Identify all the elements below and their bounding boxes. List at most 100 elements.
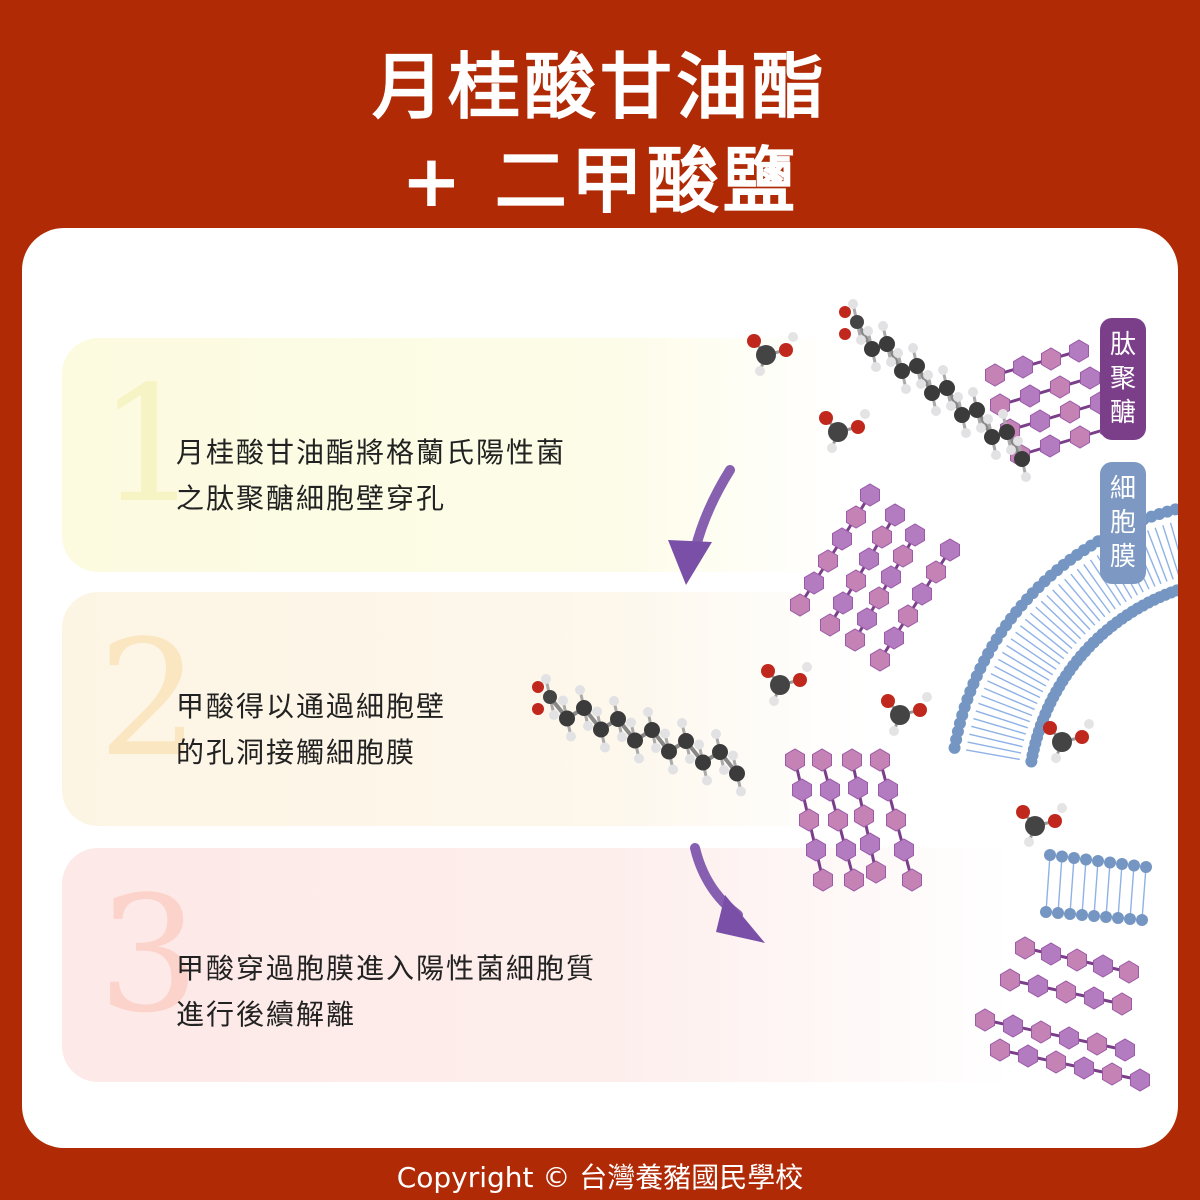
hydrogen-atom (549, 710, 559, 720)
sugar-hexagon (1040, 434, 1060, 458)
hydrogen-atom (856, 335, 866, 345)
hydrogen-atom (558, 695, 568, 706)
lipid-head (1040, 906, 1052, 918)
sugar-hexagon (1093, 954, 1113, 978)
lauric-acid-molecule (839, 299, 1031, 482)
lipid-tail (1003, 711, 1031, 723)
hydrogen-atom (827, 443, 837, 453)
hydrogen-atom (719, 765, 729, 775)
carbon-atom (661, 743, 677, 760)
lipid-tail (973, 717, 1000, 727)
hydrogen-atom (1057, 803, 1067, 813)
arrow-step1-to-2 (690, 465, 735, 555)
lipid-head (1068, 852, 1080, 864)
peptidoglycan-strand (1000, 968, 1132, 1016)
sugar-hexagon (886, 808, 906, 832)
sugar-hexagon (975, 1008, 995, 1032)
hydrogen-atom (802, 662, 812, 672)
sugar-hexagon (857, 607, 877, 631)
mechanism-illustration (532, 299, 1178, 1092)
carbon-atom (593, 721, 609, 738)
sugar-hexagon (869, 586, 889, 610)
peptidoglycan-strand (870, 538, 960, 672)
formic-acid-molecule (819, 409, 870, 453)
sugar-hexagon (1067, 948, 1087, 972)
lipid-tail (1156, 555, 1168, 582)
sugar-hexagon (1102, 1062, 1122, 1086)
sugar-hexagon (845, 628, 865, 652)
sugar-hexagon (812, 748, 832, 772)
sugar-hexagon (1013, 355, 1033, 379)
lipid-tail (995, 739, 1023, 748)
peptidoglycan-strand (985, 339, 1089, 387)
hydrogen-atom (889, 726, 899, 736)
step-text-line: 之肽聚醣細胞壁穿孔 (176, 482, 447, 515)
sugar-hexagon (1074, 1056, 1094, 1080)
carbon-atom (756, 345, 776, 365)
sugar-hexagon (940, 538, 960, 562)
hydrogen-atom (685, 754, 695, 764)
carbon-atom (695, 754, 711, 771)
lipid-tail (1105, 862, 1111, 918)
lipid-tail (1146, 530, 1158, 557)
hydrogen-atom (1021, 472, 1031, 482)
hydrogen-atom (908, 343, 918, 353)
hydrogen-atom (901, 384, 911, 394)
oxygen-atom (1048, 814, 1062, 828)
hydrogen-atom (878, 321, 888, 331)
cell-membrane-label: 細 胞 膜 (1100, 462, 1146, 584)
sugar-hexagon (818, 549, 838, 573)
hydrogen-atom (788, 332, 798, 342)
lipid-head (1064, 908, 1076, 920)
step-3: 3 甲酸穿過胞膜進入陽性菌細胞質 進行後續解離 (62, 848, 1062, 1082)
sugar-hexagon (872, 525, 892, 549)
carbon-atom (712, 744, 728, 760)
formic-acid-molecule (747, 332, 798, 376)
lipid-tail (1006, 704, 1033, 717)
lipid-tail (1006, 644, 1031, 661)
sugar-hexagon (1000, 968, 1020, 992)
lipid-tail (1162, 524, 1172, 552)
lipid-tail (1019, 625, 1043, 643)
peptidoglycan-label: 肽 聚 醣 (1100, 318, 1146, 440)
sugar-hexagon (985, 363, 1005, 387)
hydrogen-atom (583, 721, 593, 731)
lipid-tail (1169, 522, 1178, 550)
step-1: 1 月桂酸甘油酯將格蘭氏陽性菌 之肽聚醣細胞壁穿孔 (62, 338, 1062, 572)
sugar-hexagon (860, 832, 880, 856)
lipid-tail (1060, 619, 1082, 640)
peptidoglycan-strand (975, 1008, 1135, 1062)
lipid-head (1116, 858, 1128, 870)
oxygen-atom (881, 694, 895, 708)
sugar-hexagon (820, 613, 840, 637)
hydrogen-atom (651, 743, 661, 753)
lipid-tail (997, 732, 1025, 741)
sugar-hexagon (878, 778, 898, 802)
hydrogen-atom (634, 753, 644, 764)
lipid-tail (1012, 691, 1038, 705)
hydrogen-atom (668, 764, 678, 775)
sugar-hexagon (1112, 992, 1132, 1016)
lipid-tail (997, 658, 1023, 674)
sugar-hexagon (870, 748, 890, 772)
lipid-tail (1029, 612, 1052, 632)
strand-backbone (994, 349, 1080, 377)
hydrogen-atom (566, 731, 576, 742)
carbon-atom (969, 402, 985, 418)
hydrogen-atom (968, 387, 978, 397)
lipid-tail (1037, 647, 1061, 665)
sugar-hexagon (1119, 960, 1139, 984)
sugar-hexagon (1046, 1050, 1066, 1074)
lipid-head (1136, 914, 1148, 926)
lipid-tail (994, 746, 1022, 754)
hydrogen-atom (953, 392, 963, 402)
lipid-tail (969, 733, 997, 742)
peptidoglycan-strand (842, 748, 886, 884)
label-char: 醣 (1109, 398, 1136, 428)
arrow-step1-to-2-head (668, 540, 712, 585)
lipid-tail (992, 753, 1020, 761)
lipid-head (1092, 855, 1104, 867)
hydrogen-atom (976, 423, 986, 433)
lipid-tail (1050, 630, 1073, 650)
hydrogen-atom (643, 707, 653, 717)
